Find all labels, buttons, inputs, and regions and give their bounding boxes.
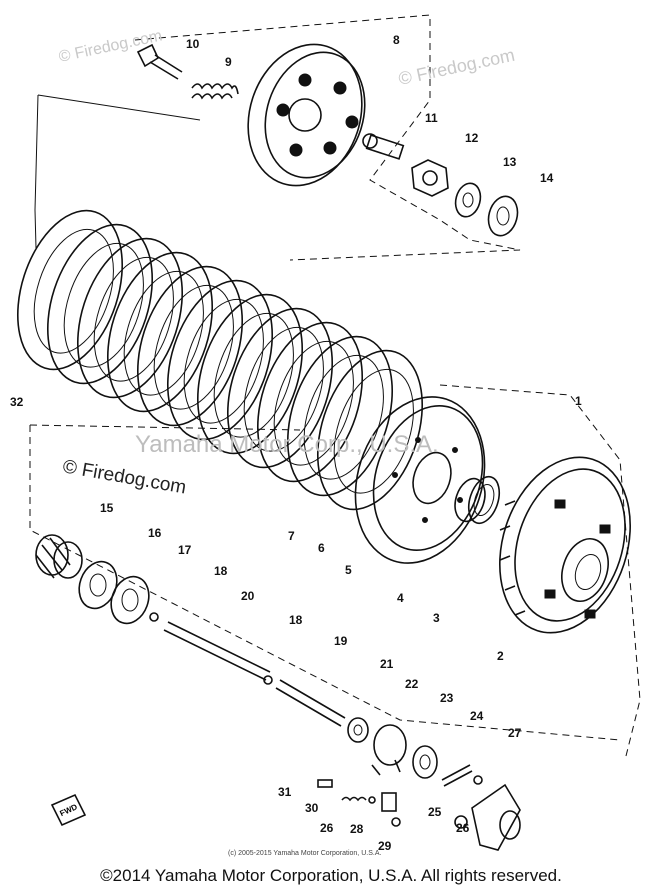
callout-28: 28 — [350, 822, 364, 836]
watermark-small-copyright: (c) 2005-2015 Yamaha Motor Corporation, … — [228, 850, 381, 857]
callout-16: 16 — [148, 526, 162, 540]
watermark-site-right: © Firedog.com — [397, 45, 517, 89]
callout-22: 22 — [405, 677, 419, 691]
plain-washer — [487, 195, 519, 237]
clutch-plate — [286, 335, 394, 497]
bearing-collar — [35, 534, 83, 579]
callout-2: 2 — [497, 649, 504, 663]
callout-26: 26 — [320, 821, 334, 835]
callout-4: 4 — [397, 591, 404, 605]
callout-23: 23 — [440, 691, 454, 705]
steel-ball-1 — [149, 612, 159, 622]
callout-21: 21 — [380, 657, 394, 671]
friction-plate — [256, 321, 364, 483]
callout-17: 17 — [178, 543, 192, 557]
adjusting-screw — [441, 764, 473, 787]
clutch-spring-bolt — [136, 43, 183, 80]
callout-25: 25 — [428, 805, 442, 819]
bearing-washer — [412, 745, 438, 779]
callout-8: 8 — [393, 33, 400, 47]
plate-inner-edge — [153, 284, 234, 410]
assembly-outline-top — [134, 14, 521, 261]
callout-5: 5 — [345, 563, 352, 577]
friction-plate — [76, 237, 184, 399]
plate-inner-edge — [243, 326, 324, 452]
callout-26: 26 — [456, 821, 470, 835]
thrust-bearing — [110, 575, 150, 625]
plate-inner-edge — [183, 298, 264, 424]
oil-seal — [347, 717, 369, 743]
callout-9: 9 — [225, 55, 232, 69]
friction-plate — [16, 209, 124, 371]
push-rod-short — [163, 621, 271, 681]
callout-18: 18 — [214, 564, 228, 578]
plate-inner-edge — [333, 368, 414, 494]
friction-plate — [136, 265, 244, 427]
plate-inner-edge — [33, 228, 114, 354]
callout-3: 3 — [433, 611, 440, 625]
callout-labels: 1234567891011121314151617181819202122232… — [10, 33, 582, 853]
cover-housing — [471, 783, 521, 851]
thrust-washer — [454, 477, 486, 523]
push-rod-long — [275, 679, 346, 727]
callout-15: 15 — [100, 501, 114, 515]
callout-19: 19 — [334, 634, 348, 648]
clutch-spring — [191, 83, 239, 100]
plate-inner-edge — [303, 354, 384, 480]
forward-arrow-icon: FWD — [50, 793, 87, 827]
callout-32: 32 — [10, 395, 24, 409]
clutch-plate — [166, 279, 274, 441]
plate-inner-edge — [93, 256, 174, 382]
clutch-housing — [499, 456, 631, 634]
clutch-plate — [46, 223, 154, 385]
push-lever-assembly — [371, 724, 407, 776]
fwd-label: FWD — [58, 802, 79, 818]
spacer-ring — [467, 475, 501, 525]
clutch-plate-stack — [16, 209, 424, 511]
callout-27: 27 — [508, 726, 522, 740]
copyright-footer: ©2014 Yamaha Motor Corporation, U.S.A. A… — [100, 866, 562, 885]
clutch-plate — [226, 307, 334, 469]
steel-ball-2 — [263, 675, 273, 685]
small-fasteners — [317, 775, 483, 829]
callout-7: 7 — [288, 529, 295, 543]
watermark-site-mid: © Firedog.com — [61, 456, 188, 498]
plate-stack-bracket — [34, 94, 39, 249]
assembly-outline-lower — [29, 425, 621, 741]
assembly-outline-main — [439, 384, 641, 761]
callout-14: 14 — [540, 171, 554, 185]
callout-13: 13 — [503, 155, 517, 169]
callout-24: 24 — [470, 709, 484, 723]
plate-inner-edge — [63, 242, 144, 368]
friction-plate — [316, 349, 424, 511]
callout-11: 11 — [425, 111, 438, 125]
push-screw — [362, 133, 405, 160]
callout-29: 29 — [378, 839, 392, 853]
clutch-plate — [106, 251, 214, 413]
plate-inner-edge — [273, 340, 354, 466]
watermark-center: Yamaha Motor Corp., U.S.A. — [135, 431, 439, 458]
plate-inner-edge — [123, 270, 204, 396]
callout-20: 20 — [241, 589, 255, 603]
callout-10: 10 — [186, 37, 200, 51]
callout-6: 6 — [318, 541, 325, 555]
lock-washer — [454, 182, 482, 218]
callout-1: 1 — [575, 394, 582, 408]
callout-31: 31 — [278, 785, 292, 799]
pressure-plate — [247, 43, 366, 187]
friction-plate — [196, 293, 304, 455]
callout-12: 12 — [465, 131, 479, 145]
callout-30: 30 — [305, 801, 319, 815]
callout-18: 18 — [289, 613, 303, 627]
plate-inner-edge — [213, 312, 294, 438]
watermark-site-top: © Firedog.com — [57, 27, 163, 65]
lock-nut — [411, 159, 449, 197]
clutch-boss — [354, 396, 486, 564]
